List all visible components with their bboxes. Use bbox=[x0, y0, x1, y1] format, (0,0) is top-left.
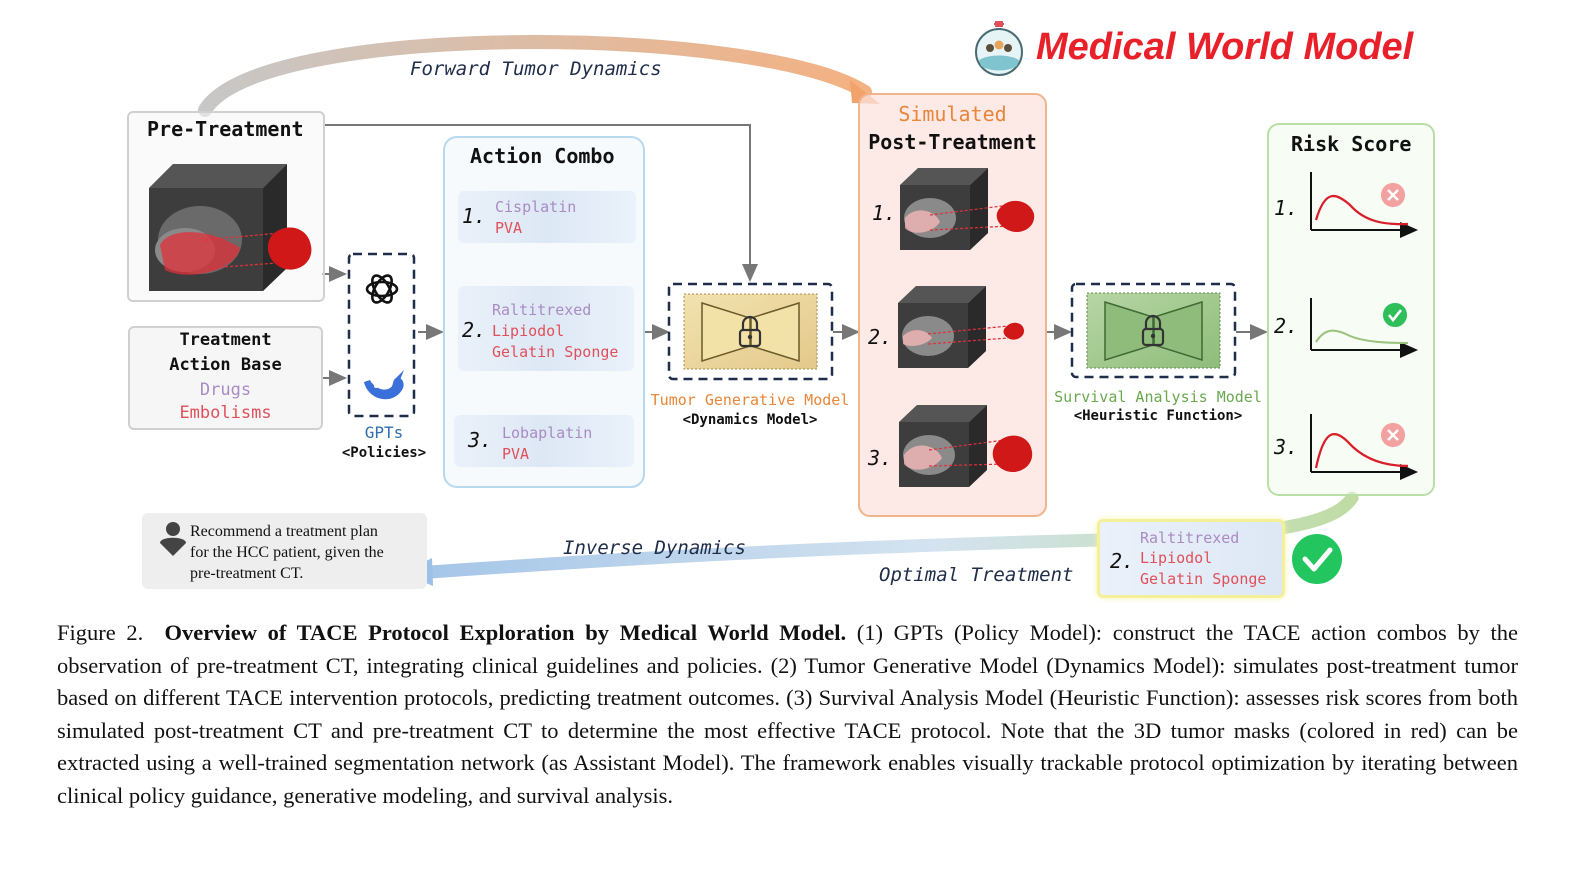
optimal-embolism: Gelatin Sponge bbox=[1140, 570, 1267, 588]
inverse-dynamics-label: Inverse Dynamics bbox=[563, 537, 747, 559]
item-embolism: Lipiodol bbox=[492, 322, 565, 340]
item-embolism: PVA bbox=[495, 219, 523, 237]
forward-dynamics-label: Forward Tumor Dynamics bbox=[410, 58, 662, 80]
prompt-line-2: for the HCC patient, given the bbox=[190, 544, 384, 561]
optimal-embolism: Lipiodol bbox=[1140, 549, 1213, 567]
survival-model-label: Survival Analysis Model bbox=[1054, 388, 1262, 406]
pre-treatment-title: Pre-Treatment bbox=[147, 117, 304, 141]
item-drug: Lobaplatin bbox=[502, 424, 593, 442]
gpts-box bbox=[347, 252, 416, 418]
risk-num-3: 3. bbox=[1274, 435, 1299, 459]
gpts-sublabel: <Policies> bbox=[341, 445, 427, 461]
caption-bold-title: Overview of TACE Protocol Exploration by… bbox=[164, 620, 847, 645]
inverse-dynamics-arrow bbox=[423, 491, 1359, 579]
world-model-logo-icon bbox=[975, 21, 1023, 76]
action-base-embolisms: Embolisms bbox=[179, 403, 272, 423]
simulated-num-1: 1. bbox=[872, 201, 897, 225]
prompt-box bbox=[142, 513, 427, 589]
action-combo-item-3 bbox=[454, 415, 634, 467]
risk-num-1: 1. bbox=[1274, 196, 1299, 220]
tumor-model-label: Tumor Generative Model bbox=[650, 391, 850, 409]
gpts-label: GPTs bbox=[364, 423, 404, 442]
item-drug: Raltitrexed bbox=[492, 301, 592, 319]
openai-logo-icon bbox=[365, 274, 399, 304]
figure-caption: Figure 2. Overview of TACE Protocol Expl… bbox=[57, 617, 1518, 812]
item-number: 2. bbox=[462, 318, 487, 342]
lock-icon bbox=[738, 315, 762, 348]
item-number: 3. bbox=[468, 428, 493, 452]
connector-pre-to-model bbox=[325, 124, 758, 282]
optimal-drug: Raltitrexed bbox=[1140, 529, 1240, 547]
item-embolism: PVA bbox=[502, 445, 530, 463]
action-combo-item-1 bbox=[458, 191, 636, 243]
simulated-title-1: Simulated bbox=[898, 102, 1007, 126]
optimal-num: 2. bbox=[1110, 549, 1135, 573]
tumor-model-sublabel: <Dynamics Model> bbox=[682, 412, 818, 428]
forward-dynamics-arrow bbox=[198, 35, 872, 117]
action-base-line1: Treatment bbox=[179, 330, 272, 350]
action-combo-item-2 bbox=[458, 286, 634, 371]
item-embolism: Gelatin Sponge bbox=[492, 343, 619, 361]
lock-icon bbox=[1141, 314, 1165, 347]
action-combo-title: Action Combo bbox=[470, 144, 615, 168]
optimal-treatment-label: Optimal Treatment bbox=[879, 564, 1074, 586]
optimal-treatment-box bbox=[1097, 519, 1285, 598]
action-base-line2: Action Base bbox=[169, 355, 282, 375]
item-number: 1. bbox=[462, 204, 487, 228]
prompt-line-3: pre-treatment CT. bbox=[190, 565, 304, 582]
user-icon bbox=[160, 522, 186, 556]
item-drug: Cisplatin bbox=[495, 198, 577, 216]
brand-title: Medical World Model bbox=[1036, 26, 1414, 68]
simulated-num-2: 2. bbox=[868, 325, 893, 349]
prompt-text: Recommend a treatment plan for the HCC p… bbox=[190, 521, 384, 584]
risk-score-title: Risk Score bbox=[1291, 132, 1412, 156]
risk-num-2: 2. bbox=[1274, 314, 1299, 338]
prompt-line-1: Recommend a treatment plan bbox=[190, 523, 378, 540]
survival-model-sublabel: <Heuristic Function> bbox=[1073, 408, 1243, 424]
caption-label: Figure 2. bbox=[57, 620, 144, 645]
deepseek-whale-icon bbox=[364, 370, 404, 400]
simulated-num-3: 3. bbox=[868, 446, 893, 470]
simulated-title-2: Post-Treatment bbox=[868, 130, 1037, 154]
optimal-check-icon bbox=[1292, 534, 1342, 584]
action-base-drugs: Drugs bbox=[199, 380, 252, 400]
caption-body: (1) GPTs (Policy Model): construct the T… bbox=[57, 620, 1518, 808]
action-base-panel bbox=[128, 326, 323, 430]
